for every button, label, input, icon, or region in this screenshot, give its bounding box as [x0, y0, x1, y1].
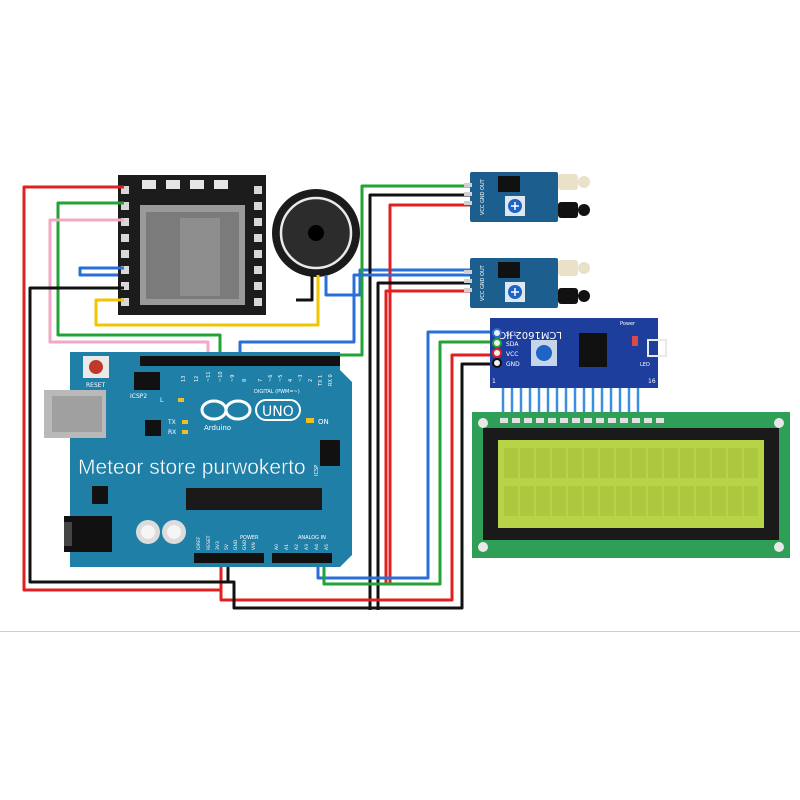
- wire-ir2-out: [238, 273, 470, 362]
- svg-text:~3: ~3: [298, 375, 304, 382]
- digital-pin-labels: 13 12 ~11 ~10 ~9 8 7 ~6 ~5 4 ~3 2 TX 1 R…: [181, 371, 334, 387]
- svg-text:~6: ~6: [268, 375, 274, 382]
- svg-text:13: 13: [181, 376, 187, 382]
- power-label: POWER: [240, 535, 259, 541]
- svg-text:5V: 5V: [224, 543, 230, 550]
- wire-ir1-vcc: [388, 203, 470, 585]
- ir-sensor-2: VCC GND OUT: [464, 258, 590, 308]
- wire-bus-red: [219, 353, 495, 602]
- wire-ir2-gnd: [376, 281, 470, 610]
- speaker: [272, 189, 360, 277]
- dfplayer-module: [118, 175, 266, 315]
- on-label: ON: [318, 418, 329, 426]
- dfplayer-right-pins: [254, 186, 262, 306]
- bottom-divider: [0, 631, 800, 632]
- lcd-power-label: Power: [620, 321, 636, 327]
- digital-label: DIGITAL (PWM=~): [254, 389, 300, 395]
- lcd-pin-sda: SDA: [506, 341, 519, 348]
- arduino-brand: Arduino: [204, 424, 231, 432]
- svg-text:VIN: VIN: [251, 542, 257, 550]
- led-l-label: L: [160, 397, 164, 404]
- svg-text:A4: A4: [314, 544, 320, 550]
- svg-text:RX 0: RX 0: [328, 374, 334, 386]
- svg-text:RESET: RESET: [206, 535, 212, 550]
- lcd-pin-vcc: VCC: [506, 351, 518, 358]
- wire-lcd-scl: [316, 330, 495, 580]
- svg-text:GND: GND: [233, 539, 239, 550]
- ir-sensor-1: VCC GND OUT: [464, 172, 590, 222]
- wire-dfplayer-tx: [48, 218, 210, 362]
- svg-text:A2: A2: [294, 544, 300, 550]
- ir2-pins-label: VCC GND OUT: [480, 264, 486, 301]
- wire-bus-black: [228, 362, 495, 610]
- led-rx-label: RX: [168, 429, 176, 436]
- svg-text:~11: ~11: [206, 371, 212, 382]
- wire-ir2-vcc: [384, 289, 470, 585]
- svg-text:IOREF: IOREF: [196, 536, 202, 550]
- svg-text:12: 12: [194, 376, 200, 382]
- svg-text:7: 7: [258, 379, 264, 382]
- dfplayer-left-pins: [121, 186, 129, 306]
- svg-text:TX 1: TX 1: [318, 375, 324, 387]
- svg-text:4: 4: [288, 379, 294, 382]
- ir1-pins-label: VCC GND OUT: [480, 178, 486, 215]
- svg-text:A3: A3: [304, 544, 310, 550]
- lcd-pin-scl: SCL: [506, 331, 518, 338]
- wire-speaker-black: [296, 275, 314, 302]
- reset-label: RESET: [86, 382, 106, 389]
- watermark-text: Meteor store purwokerto: [78, 456, 306, 479]
- uno-logo-text: UNO: [262, 404, 294, 420]
- wire-lcd-sda: [322, 340, 495, 586]
- svg-text:3V3: 3V3: [215, 541, 221, 550]
- wire-dfplayer-gnd: [28, 286, 230, 584]
- wire-dfplayer-vcc: [22, 185, 223, 592]
- svg-text:GND: GND: [242, 539, 248, 550]
- svg-text:A1: A1: [284, 544, 290, 550]
- wire-speaker-yellow: [94, 275, 320, 327]
- lcd-character-cells: [504, 448, 758, 516]
- lcd-16x2: [472, 412, 790, 558]
- wire-ir1-gnd: [368, 193, 470, 610]
- arduino-uno: RESET ICSP2 13 12 ~11 ~10 ~9 8 7 ~6 ~5 4…: [44, 352, 352, 567]
- arduino-logo: UNO Arduino: [200, 399, 301, 432]
- lcd-pin1-label: 1: [492, 378, 496, 385]
- lcd-i2c-title: LCM1602 IIC: [499, 329, 562, 340]
- svg-text:2: 2: [308, 379, 314, 382]
- lcd-pin16-label: 16: [648, 378, 656, 385]
- svg-text:~5: ~5: [278, 375, 284, 382]
- analog-pin-labels: A0 A1 A2 A3 A4 A5: [274, 544, 330, 550]
- lcd-led-label: LED: [640, 362, 650, 368]
- lcd-header-pins: [501, 388, 640, 415]
- icsp-label: ICSP: [314, 465, 320, 476]
- icsp2-label: ICSP2: [130, 393, 147, 400]
- lcd-i2c-backpack: LCM1602 IIC SCL SDA VCC GND LED Power 1 …: [490, 318, 667, 415]
- svg-text:~10: ~10: [218, 371, 224, 382]
- wire-speaker-blue: [324, 268, 470, 297]
- wires: [22, 184, 495, 610]
- wire-dfplayer-blue: [78, 266, 124, 277]
- power-pin-labels: IOREF RESET 3V3 5V GND GND VIN: [196, 535, 257, 550]
- svg-text:A5: A5: [324, 544, 330, 550]
- lcd-i2c-pins: [492, 328, 502, 368]
- led-tx-label: TX: [167, 419, 176, 426]
- analog-label: ANALOG IN: [298, 535, 326, 541]
- svg-text:~9: ~9: [230, 375, 236, 382]
- wire-dfplayer-rx: [56, 201, 222, 362]
- svg-text:A0: A0: [274, 544, 280, 550]
- lcd-pin-gnd: GND: [506, 361, 520, 368]
- svg-text:8: 8: [242, 379, 248, 382]
